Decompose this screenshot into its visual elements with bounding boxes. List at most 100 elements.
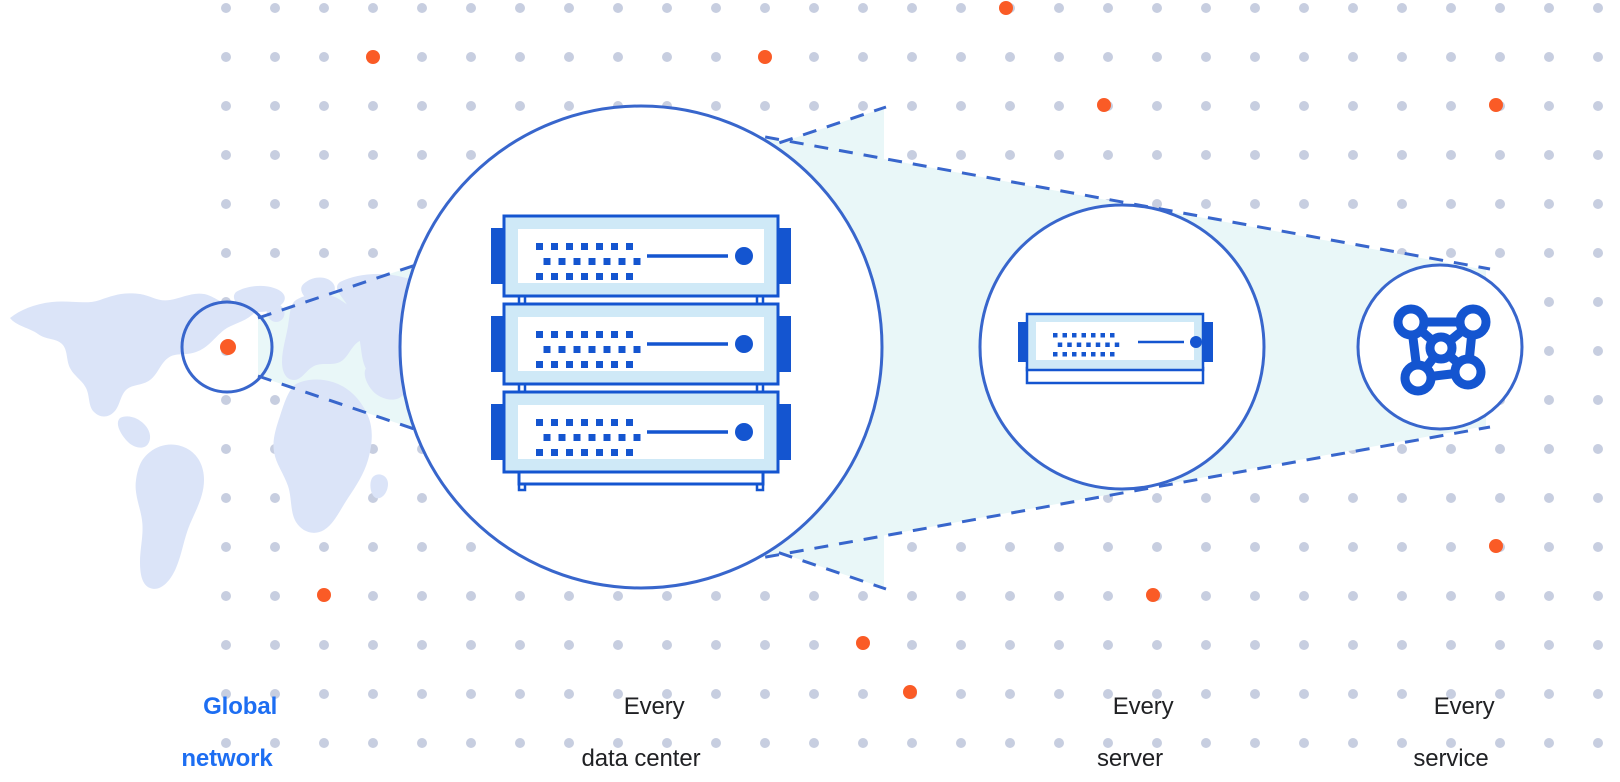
server-vent-dot — [581, 361, 588, 368]
grid-dot — [662, 3, 672, 13]
grid-dot — [1397, 591, 1407, 601]
grid-dot — [1299, 101, 1309, 111]
grid-dot — [319, 689, 329, 699]
grid-dot — [956, 591, 966, 601]
server-vent-dot — [581, 449, 588, 456]
grid-dot — [1397, 101, 1407, 111]
grid-dot-accent — [317, 588, 331, 602]
grid-dot — [1544, 297, 1554, 307]
grid-dot — [319, 101, 329, 111]
server-vent-dot — [603, 258, 611, 265]
grid-dot — [221, 542, 231, 552]
grid-dot — [1446, 689, 1456, 699]
grid-dot — [613, 3, 623, 13]
grid-dot — [1201, 493, 1211, 503]
grid-dot — [564, 689, 574, 699]
grid-dot — [1299, 150, 1309, 160]
grid-dot — [564, 3, 574, 13]
grid-dot — [466, 3, 476, 13]
grid-dot — [1152, 101, 1162, 111]
server-vent-dot — [618, 434, 626, 441]
server-vent-dot — [626, 419, 633, 426]
server-vent-dot — [1114, 342, 1120, 347]
server-vent-dot — [543, 346, 551, 353]
grid-dot — [1152, 52, 1162, 62]
grid-dot — [956, 640, 966, 650]
grid-dot — [1593, 591, 1603, 601]
server-vent-dot — [1091, 352, 1096, 357]
network-node-center — [1425, 332, 1457, 364]
grid-dot — [1446, 150, 1456, 160]
server-vent-dot — [573, 258, 581, 265]
grid-dot-accent — [1489, 539, 1503, 553]
grid-dot — [1348, 542, 1358, 552]
network-node — [1455, 304, 1491, 340]
grid-dot — [1593, 395, 1603, 405]
server-vent-dot — [558, 346, 566, 353]
grid-dot — [515, 101, 525, 111]
grid-dot — [760, 689, 770, 699]
circle-global-network — [180, 300, 274, 394]
grid-dot — [711, 3, 721, 13]
grid-dot — [270, 101, 280, 111]
server-vent-dot — [1081, 352, 1086, 357]
grid-dot — [368, 248, 378, 258]
grid-dot — [1054, 101, 1064, 111]
grid-dot — [1152, 150, 1162, 160]
grid-dot — [711, 689, 721, 699]
network-node — [1393, 304, 1429, 340]
grid-dot — [662, 738, 672, 748]
grid-dot — [221, 101, 231, 111]
grid-dot — [1397, 3, 1407, 13]
grid-dot — [1250, 101, 1260, 111]
grid-dot — [1544, 493, 1554, 503]
grid-dot — [1495, 444, 1505, 454]
grid-dot — [1446, 199, 1456, 209]
grid-dot — [1348, 52, 1358, 62]
grid-dot — [760, 640, 770, 650]
grid-dot — [417, 101, 427, 111]
grid-dot — [319, 542, 329, 552]
grid-dot — [221, 150, 231, 160]
server-vent-dot — [551, 273, 558, 280]
grid-dot — [1103, 738, 1113, 748]
grid-dot — [1544, 738, 1554, 748]
grid-dot — [1103, 689, 1113, 699]
grid-dot — [1152, 542, 1162, 552]
grid-dot — [1593, 297, 1603, 307]
grid-dot — [1005, 640, 1015, 650]
grid-dot — [221, 395, 231, 405]
server-vent-dot — [596, 273, 603, 280]
grid-dot — [907, 640, 917, 650]
grid-dot — [907, 52, 917, 62]
grid-dot — [858, 689, 868, 699]
server-vent-dot — [611, 273, 618, 280]
server-vent-dot — [1110, 333, 1115, 338]
grid-dot — [613, 689, 623, 699]
server-vent-dot — [633, 258, 641, 265]
grid-dot — [270, 493, 280, 503]
grid-dot — [417, 150, 427, 160]
grid-dot — [319, 150, 329, 160]
grid-dot — [1593, 444, 1603, 454]
dashed-line-dc-to-server-lower — [715, 425, 1491, 568]
server-vent-dot — [1100, 352, 1105, 357]
grid-dot — [466, 738, 476, 748]
grid-dot — [1103, 150, 1113, 160]
grid-dot — [662, 689, 672, 699]
grid-dot — [1103, 52, 1113, 62]
grid-dot — [760, 591, 770, 601]
grid-dot — [711, 101, 721, 111]
grid-dot — [270, 689, 280, 699]
grid-dot — [1348, 199, 1358, 209]
server-vent-dot — [588, 346, 596, 353]
grid-dot — [1201, 52, 1211, 62]
grid-dot — [613, 52, 623, 62]
grid-dot — [1348, 591, 1358, 601]
grid-dot — [1201, 199, 1211, 209]
server-vent-dot — [566, 449, 573, 456]
grid-dot — [1397, 199, 1407, 209]
grid-dot-accent — [856, 636, 870, 650]
grid-dot — [1446, 52, 1456, 62]
grid-dot — [1054, 150, 1064, 160]
